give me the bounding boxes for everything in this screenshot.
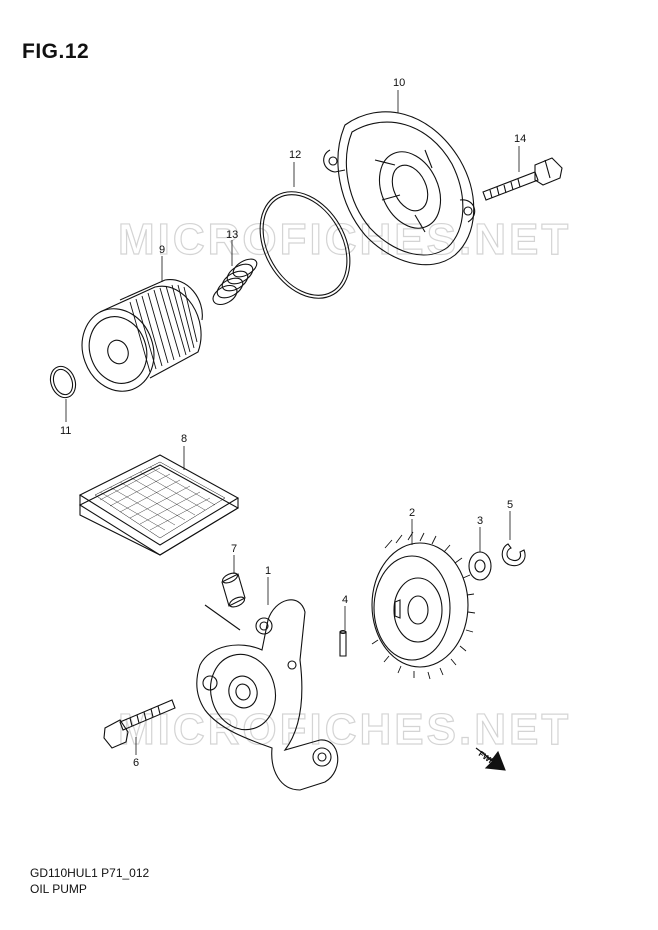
callout-7: 7	[231, 543, 237, 555]
part-14-bolt[interactable]	[482, 157, 563, 201]
fwd-arrow-icon: FWD	[475, 747, 506, 771]
part-6-bolt[interactable]	[103, 699, 176, 749]
callout-4: 4	[342, 594, 348, 606]
callout-1: 1	[265, 565, 271, 577]
figure-code: GD110HUL1 P71_012	[30, 866, 150, 880]
part-11-o-ring[interactable]	[46, 363, 79, 401]
part-7-sleeve[interactable]	[221, 571, 246, 609]
watermark-bottom: MICROFICHES.NET	[117, 704, 572, 754]
callout-6: 6	[133, 757, 139, 769]
part-12-o-ring[interactable]	[242, 176, 368, 315]
callout-11: 11	[60, 425, 71, 437]
callout-5: 5	[507, 499, 513, 511]
part-3-washer[interactable]	[468, 551, 492, 581]
part-1-pump-body[interactable]	[196, 599, 339, 791]
part-9-oil-filter[interactable]	[71, 279, 203, 402]
callout-10: 10	[393, 77, 405, 89]
callout-12: 12	[289, 149, 301, 161]
leader-lines	[65, 90, 520, 755]
part-4-pin[interactable]	[339, 629, 347, 657]
callout-8: 8	[181, 433, 187, 445]
figure-title: FIG.12	[22, 40, 90, 63]
part-2-gear[interactable]	[371, 531, 476, 680]
callout-9: 9	[159, 244, 165, 256]
part-10-pump-cover[interactable]	[323, 111, 476, 266]
figure-name: OIL PUMP	[30, 882, 87, 896]
part-8-strainer[interactable]	[78, 454, 240, 556]
callout-13: 13	[226, 229, 238, 241]
callout-3: 3	[477, 515, 483, 527]
callout-14: 14	[514, 133, 526, 145]
callout-2: 2	[409, 507, 415, 519]
part-13-spring[interactable]	[210, 255, 260, 308]
part-5-circlip[interactable]	[501, 543, 526, 567]
